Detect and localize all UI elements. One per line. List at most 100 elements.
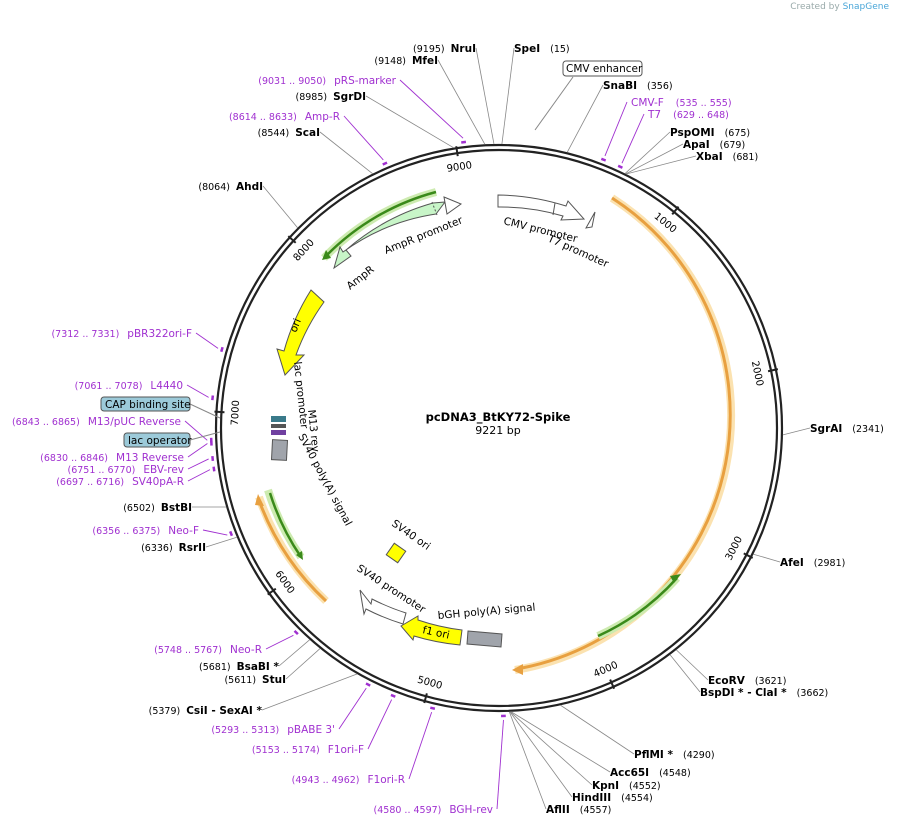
enzyme-position: (8064)	[198, 182, 230, 193]
primer-leader	[621, 113, 645, 164]
feature-ori: ori	[288, 317, 304, 334]
enzyme-name: NruI	[451, 43, 476, 55]
enzyme-position: (3662)	[797, 688, 829, 699]
primer-name: Amp-R	[305, 111, 340, 123]
backbone-outer	[214, 143, 784, 713]
enzyme-name: SnaBI	[603, 80, 637, 92]
feature-t7-promoter: T7 promoter	[545, 232, 611, 270]
primer-range: (629 .. 648)	[673, 110, 729, 121]
cap-binding-mark	[271, 416, 286, 422]
enzyme-position: (9148)	[374, 56, 406, 67]
enzyme-position: (4548)	[659, 768, 691, 779]
green-arc-left-head	[296, 551, 303, 560]
tick-label-6000: 6000	[272, 569, 296, 596]
enzyme-position: (3621)	[755, 676, 787, 687]
m13-mark	[271, 430, 286, 435]
green-arc-top-head	[322, 250, 331, 260]
primer-range: (4580 .. 4597)	[374, 805, 442, 816]
tick-mark-2000	[767, 368, 779, 373]
cmv-enhancer-leader	[534, 76, 574, 131]
tick-mark-9000	[455, 146, 459, 157]
tick-mark-5000	[423, 693, 428, 704]
primer-range: (7061 .. 7078)	[75, 381, 143, 392]
credit-brand: SnapGene	[842, 2, 889, 12]
tick-label-9000: 9000	[446, 160, 473, 175]
primer-range: (5293 .. 5313)	[211, 725, 279, 736]
enzyme-leader	[261, 673, 358, 711]
enzyme-leader	[625, 143, 684, 175]
primers-layer: (9031 .. 9050)pRS-marker (8614 .. 8633) Am…	[12, 75, 732, 816]
primer-range: (6843 .. 6865)	[12, 417, 80, 428]
enzyme-label: AfeI (2981)	[780, 557, 845, 569]
enzyme-position: (8985)	[296, 92, 328, 103]
enzyme-position: (9195)	[413, 44, 445, 55]
tick-mark-1000	[671, 206, 680, 216]
cap-binding-box	[100, 396, 191, 412]
enzyme-leader	[319, 131, 373, 174]
t7-promoter-arrow	[585, 211, 596, 229]
primer-label: (8614 .. 8633) Amp-R	[229, 111, 340, 123]
enzyme-label: KpnI(4552)	[592, 780, 661, 792]
bgh-polya-box	[466, 630, 503, 648]
sv40-promoter-arrow	[359, 589, 407, 625]
primer-leader	[187, 443, 208, 458]
enzyme-position: (4557)	[580, 805, 612, 816]
enzyme-position: (2981)	[814, 558, 846, 569]
tick-label-7000: 7000	[230, 400, 242, 426]
cmv-promoter-arrow	[497, 194, 586, 221]
primer-leader	[338, 687, 367, 730]
spike-orf-arrowhead	[512, 664, 523, 675]
primer-range: (8614 .. 8633)	[229, 112, 297, 123]
enzyme-name: SpeI	[514, 43, 540, 55]
enzyme-position: (681)	[733, 152, 759, 163]
lac-operator-leader	[189, 431, 221, 441]
enzyme-name: BstBI	[161, 502, 192, 514]
enzyme-label: PspOMI(675)	[670, 127, 750, 139]
enzyme-name: BsaBI *	[237, 661, 280, 673]
primer-mark	[390, 693, 396, 698]
tick-mark-4000	[609, 679, 616, 690]
tick-mark-8000	[287, 235, 297, 244]
enzyme-label: HindIII(4554)	[572, 792, 653, 804]
enzyme-leader	[508, 711, 547, 810]
enzyme-position: (356)	[647, 81, 673, 92]
enzyme-leader	[509, 711, 573, 798]
enzyme-name: EcoRV	[708, 675, 746, 687]
tick-mark-3000	[743, 552, 754, 559]
enzyme-leader	[676, 649, 709, 681]
green-arc-top	[325, 190, 437, 257]
enzyme-name: AflII	[546, 804, 570, 816]
primer-range: (6697 .. 6716)	[56, 477, 124, 488]
primer-label: CMV-F(535 .. 555)	[631, 97, 732, 109]
enzyme-label: XbaI(681)	[696, 151, 758, 163]
primer-leader	[186, 384, 209, 398]
enzyme-name: PflMI *	[634, 749, 673, 761]
enzyme-label: (9148)MfeI	[374, 55, 438, 67]
enzyme-name: SgrAI	[810, 423, 842, 435]
enzyme-position: (675)	[725, 128, 751, 139]
enzyme-position: (6502)	[123, 503, 155, 514]
tick-label-4000: 4000	[592, 660, 620, 680]
enzyme-label: ApaI(679)	[683, 139, 745, 151]
ampr-promoter-arrow	[443, 196, 463, 215]
primer-mark	[212, 466, 216, 472]
enzyme-leader	[205, 536, 237, 548]
primer-mark	[229, 530, 234, 537]
primer-label: (9031 .. 9050)pRS-marker	[258, 75, 396, 87]
enzyme-label: (6502) BstBI	[123, 502, 192, 514]
plasmid-name: pcDNA3_BtKY72-Spike	[426, 410, 571, 425]
ori-arrow	[276, 289, 325, 376]
enzyme-label: EcoRV (3621)	[708, 675, 786, 687]
enzyme-name: AfeI	[780, 557, 804, 569]
enzyme-leader	[475, 47, 495, 145]
enzyme-name: ScaI	[295, 127, 320, 139]
primer-mark	[293, 629, 299, 636]
tick-mark-6000	[267, 587, 277, 596]
sv40pa-box	[270, 439, 289, 461]
enzyme-leader	[262, 185, 298, 229]
enzyme-name: KpnI	[592, 780, 619, 792]
enzyme-leader	[510, 711, 593, 786]
primer-mark	[600, 157, 607, 162]
primer-name: Neo-F	[168, 525, 199, 537]
